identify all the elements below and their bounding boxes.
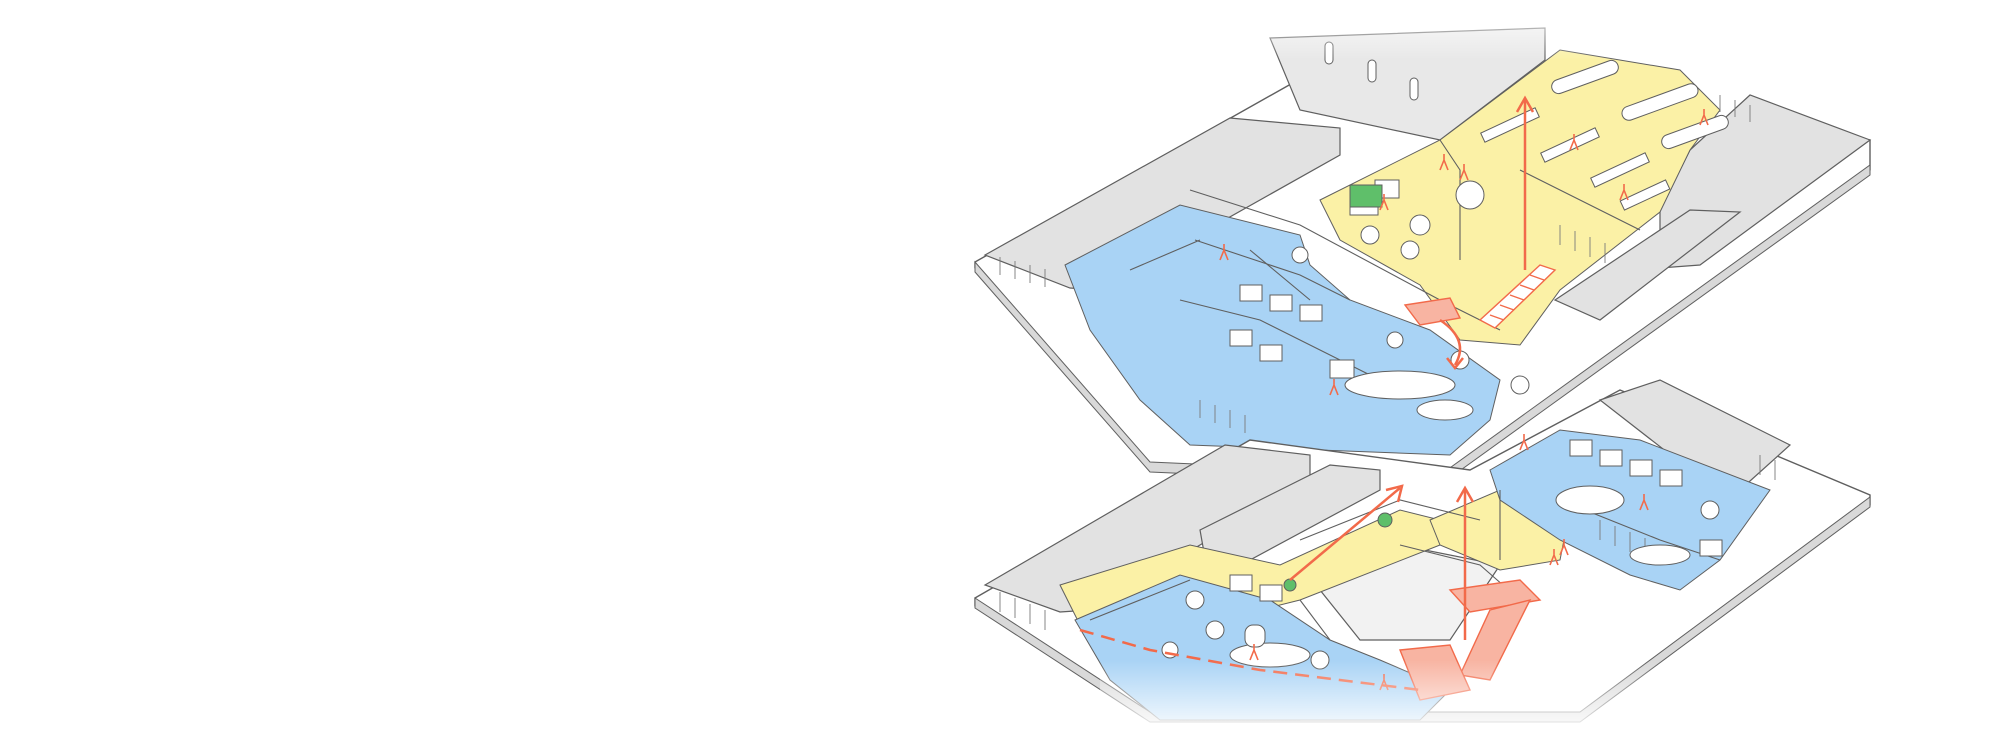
upper-wall-panels (999, 95, 1751, 433)
upper-furniture (1229, 59, 1729, 421)
upper-route-arrows (1439, 95, 1535, 371)
upper-void-left (983, 117, 1341, 291)
lower-people (1249, 434, 1649, 691)
upper-floor (974, 27, 1872, 486)
upper-staircase (1403, 264, 1557, 329)
upper-void-lower (1553, 209, 1742, 321)
upper-people (1219, 109, 1709, 396)
